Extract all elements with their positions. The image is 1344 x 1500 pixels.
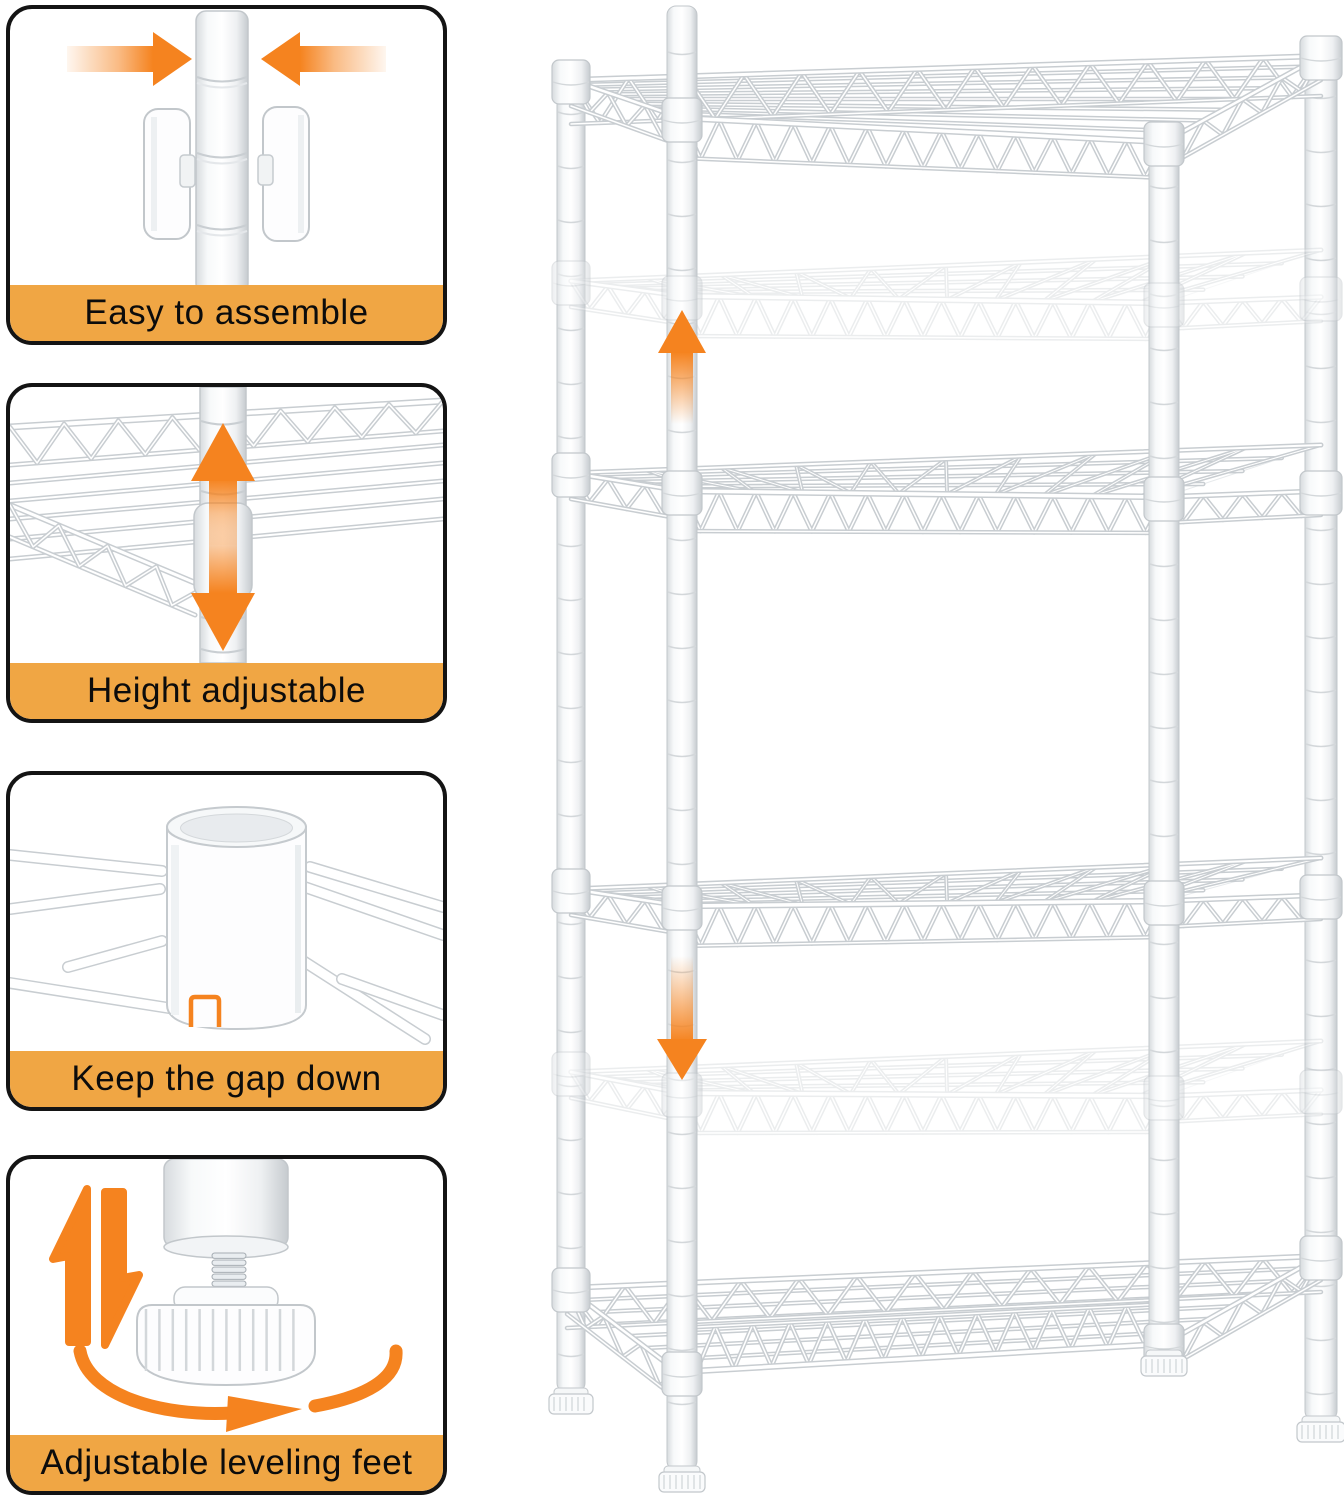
front-left-foot [658, 1465, 706, 1493]
feature-banner: Keep the gap down [10, 1051, 443, 1107]
pole-end-icon [163, 1159, 289, 1259]
pole-segments-icon [195, 10, 249, 285]
front-right-foot [1140, 1349, 1188, 1377]
locking-sleeves-icon [143, 106, 310, 242]
back-left-foot [548, 1387, 594, 1415]
front-left-pole [666, 5, 698, 1471]
shelf-move-down-arrow [657, 956, 707, 1080]
feature-banner: Easy to assemble [10, 285, 443, 341]
shelf-6 [564, 1253, 1324, 1403]
wire-rods-icon [10, 849, 443, 1045]
sleeve-cylinder-icon [166, 806, 307, 1031]
shelf-move-up-arrow [658, 310, 706, 424]
feature-label: Height adjustable [87, 671, 366, 710]
feature-label: Easy to assemble [84, 293, 369, 332]
shelving-unit-illustration [548, 5, 1344, 1493]
shelf-4 [568, 855, 1324, 949]
product-image [540, 0, 1344, 1500]
push-inward-arrows-icon [67, 32, 386, 86]
gap-notch-highlight [188, 994, 222, 1027]
easy-assemble-illustration [67, 10, 386, 285]
back-right-foot [1296, 1415, 1344, 1443]
leveling-feet-illustration [49, 1159, 403, 1432]
up-down-arrows-icon [49, 1185, 143, 1349]
height-adjust-double-arrow-icon [191, 423, 255, 651]
rotation-arrows-icon [73, 1344, 403, 1432]
feature-banner: Adjustable leveling feet [10, 1435, 443, 1491]
feature-panel-height-adjustable: Height adjustable [6, 383, 447, 723]
feature-panel-easy-assemble: Easy to assemble [6, 5, 447, 345]
feature-panel-keep-gap-down: Keep the gap down [6, 771, 447, 1111]
feature-label: Adjustable leveling feet [40, 1443, 413, 1482]
feature-banner: Height adjustable [10, 663, 443, 719]
knurl-ridges [144, 1309, 295, 1371]
height-adjustable-illustration [10, 387, 443, 663]
back-right-pole [1304, 49, 1338, 1421]
keep-gap-down-illustration [10, 806, 443, 1045]
feature-label: Keep the gap down [71, 1059, 382, 1098]
feature-panel-leveling-feet: Adjustable leveling feet [6, 1155, 447, 1495]
